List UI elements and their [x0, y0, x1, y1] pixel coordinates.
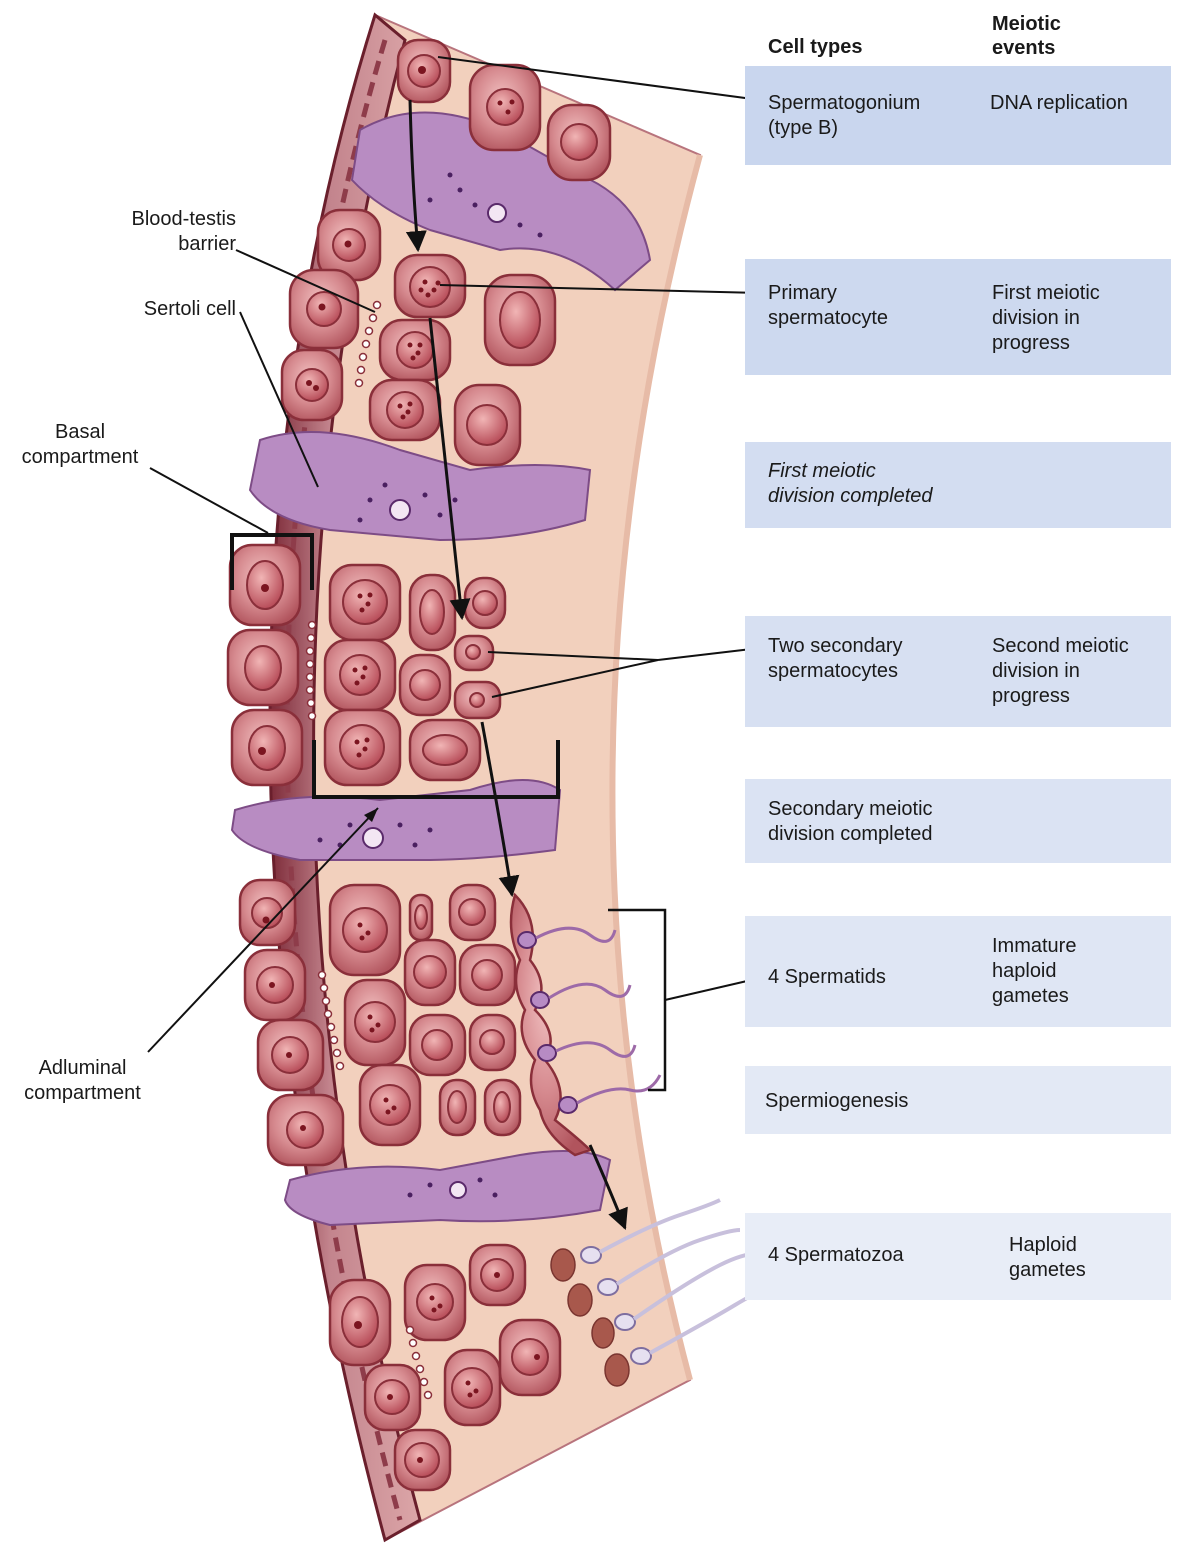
meiotic-event-text: Second meiotic division in progress — [992, 635, 1129, 707]
meiotic-event-text: Haploid gametes — [1009, 1234, 1086, 1281]
spermatid-tails — [535, 926, 662, 1105]
cell-type-text: Secondary meiotic division completed — [768, 798, 933, 845]
row-spermatogonium: Spermatogonium (type B) DNA replication — [745, 66, 1171, 165]
leader-lines — [147, 56, 761, 1053]
cell-type-text: Spermatogonium (type B) — [768, 92, 921, 139]
cell-type-text: Two secondary spermatocytes — [768, 635, 903, 682]
lumen-edge — [609, 154, 703, 1381]
cell-type-text: 4 Spermatozoa — [768, 1244, 904, 1266]
row-primary-spermatocyte: Primary spermatocyte First meiotic divis… — [745, 259, 1171, 375]
development-arrows — [405, 99, 628, 1230]
sertoli-nuclei — [362, 203, 507, 1199]
label-blood-testis-barrier: Blood-testis barrier — [131, 208, 237, 255]
germ-cell-nuclei — [244, 54, 598, 1478]
label-adluminal-compartment: Adluminal compartment — [24, 1057, 141, 1104]
label-basal-compartment: Basal compartment — [21, 421, 139, 468]
meiotic-event-text: First meiotic division in progress — [992, 282, 1100, 354]
blood-testis-barrier-junctions — [305, 300, 433, 1400]
row-spermatozoa: 4 Spermatozoa Haploid gametes — [745, 1213, 1171, 1300]
spermatozoa-tails — [599, 1198, 766, 1355]
nucleus-spots — [258, 66, 540, 1463]
row-spermatids: 4 Spermatids Immature haploid gametes — [745, 916, 1171, 1027]
sertoli-cells — [230, 111, 652, 1227]
cell-type-text: First meiotic division completed — [768, 460, 933, 507]
secondary-spermatocyte-nuclei — [465, 644, 485, 708]
sertoli-granules — [317, 172, 543, 1198]
meiotic-event-text: Immature haploid gametes — [992, 935, 1077, 1007]
residual-bodies — [550, 1248, 630, 1387]
row-secondary-meiotic-division-completed: Secondary meiotic division completed — [745, 779, 1171, 863]
header-cell-types: Cell types — [768, 36, 863, 58]
row-first-meiotic-division-completed: First meiotic division completed — [745, 442, 1171, 528]
row-two-secondary-spermatocytes: Two secondary spermatocytes Second meiot… — [745, 616, 1171, 727]
spermatid-heads — [517, 931, 578, 1114]
spermatozoa-heads — [580, 1246, 652, 1365]
header-meiotic-events: Meiotic events — [992, 13, 1061, 59]
cell-type-text: Spermiogenesis — [765, 1090, 909, 1112]
compartment-brackets — [230, 533, 560, 799]
adluminal-arrowhead — [364, 808, 378, 822]
cell-type-text: 4 Spermatids — [768, 966, 886, 988]
label-sertoli-cell: Sertoli cell — [143, 298, 236, 320]
meiotic-event-text: DNA replication — [990, 92, 1128, 114]
cell-type-text: Primary spermatocyte — [768, 282, 889, 329]
row-spermiogenesis: Spermiogenesis — [745, 1066, 1171, 1134]
